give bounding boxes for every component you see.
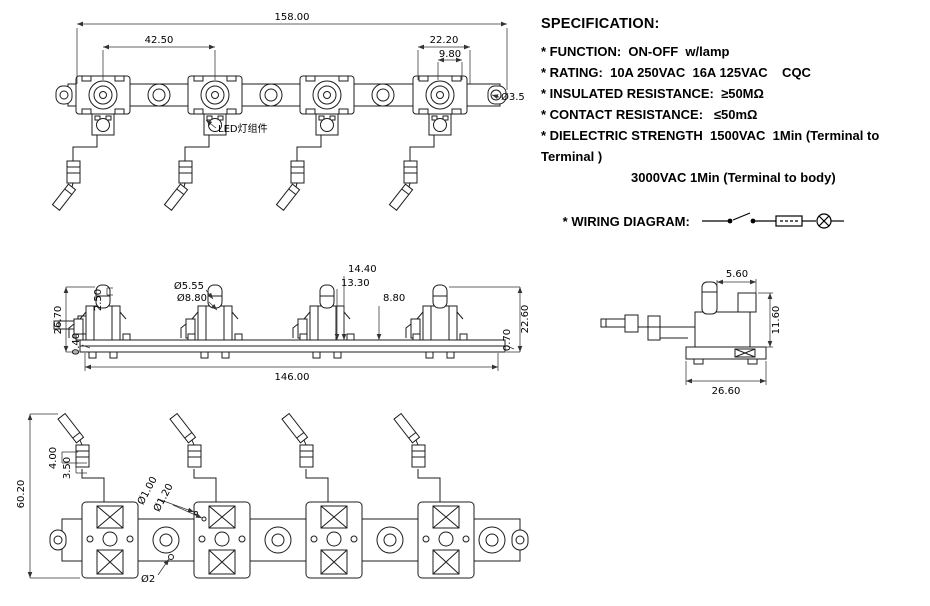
spec-insulated-resistance: * INSULATED RESISTANCE: ≥50MΩ bbox=[541, 86, 764, 101]
dim-front-250: 2.50 bbox=[93, 289, 104, 311]
dim-bottom-400: 4.00 bbox=[48, 447, 59, 469]
dim-front-1440: 14.40 bbox=[348, 264, 377, 275]
wiring-terminal-dot bbox=[727, 218, 733, 224]
specification-block: SPECIFICATION: * FUNCTION: ON-OFF w/lamp… bbox=[541, 16, 926, 253]
dim-front-1330: 13.30 bbox=[341, 278, 370, 289]
dim-front-dia555: Ø5.55 bbox=[174, 280, 204, 292]
dim-front-2260: 22.60 bbox=[520, 305, 531, 334]
spec-rating: * RATING: 10A 250VAC 16A 125VAC CQC bbox=[541, 65, 811, 80]
dim-top-overall: 158.00 bbox=[275, 12, 310, 23]
spec-wiring-label: * WIRING DIAGRAM: bbox=[562, 214, 690, 229]
front-view: 26.70 0.40 2.50 Ø5.55 Ø8.80 14.40 13.30 … bbox=[53, 264, 531, 383]
dim-top-hole: Ø3.5 bbox=[501, 91, 525, 103]
spec-dielectric-strength-2: 3000VAC 1Min (Terminal to body) bbox=[631, 170, 836, 185]
dim-front-040: 0.40 bbox=[71, 333, 82, 355]
wiring-terminal-dot bbox=[750, 218, 756, 224]
dim-front-880: 8.80 bbox=[383, 293, 405, 304]
dim-front-length: 146.00 bbox=[275, 372, 310, 383]
spec-wiring-row: * WIRING DIAGRAM: bbox=[541, 188, 926, 253]
spec-contact-resistance: * CONTACT RESISTANCE: ≤50mΩ bbox=[541, 107, 758, 122]
dim-front-2670: 26.70 bbox=[53, 306, 64, 335]
label-led-component: LED灯组件 bbox=[218, 122, 268, 135]
top-view-drawing bbox=[51, 75, 507, 211]
dim-front-070: 0.70 bbox=[502, 329, 513, 351]
side-view-drawing bbox=[600, 281, 767, 365]
dim-side-2660: 26.60 bbox=[712, 386, 741, 397]
dim-top-pitch: 42.50 bbox=[145, 35, 174, 46]
spec-dielectric-strength: * DIELECTRIC STRENGTH 1500VAC 1Min (Term… bbox=[541, 128, 883, 164]
dim-front-dia880: Ø8.80 bbox=[177, 292, 207, 304]
dim-bottom-350: 3.50 bbox=[62, 457, 73, 479]
front-view-drawing bbox=[53, 284, 506, 359]
bottom-view: 60.20 4.00 3.50 Ø1.00 Ø1.20 Ø2 bbox=[16, 413, 529, 585]
wiring-diagram bbox=[701, 212, 844, 229]
dim-bottom-6020: 60.20 bbox=[16, 480, 27, 509]
top-view: 158.00 42.50 22.20 9.80 Ø3.5 LED灯组件 bbox=[51, 12, 525, 211]
dim-side-560: 5.60 bbox=[726, 269, 748, 280]
dim-bottom-dia2: Ø2 bbox=[141, 573, 155, 585]
top-view-dimensions: 158.00 42.50 22.20 9.80 Ø3.5 LED灯组件 bbox=[76, 12, 525, 135]
spec-function: * FUNCTION: ON-OFF w/lamp bbox=[541, 44, 730, 59]
bottom-view-drawing bbox=[49, 413, 529, 579]
specification-title: SPECIFICATION: bbox=[541, 16, 660, 32]
side-view: 5.60 11.60 26.60 bbox=[600, 269, 782, 397]
dim-top-980: 9.80 bbox=[439, 49, 461, 60]
side-view-dimensions: 5.60 11.60 26.60 bbox=[685, 269, 782, 397]
dim-side-1160: 11.60 bbox=[771, 306, 782, 335]
dim-top-2220: 22.20 bbox=[430, 35, 459, 46]
front-view-dimensions: 26.70 0.40 2.50 Ø5.55 Ø8.80 14.40 13.30 … bbox=[53, 264, 531, 383]
